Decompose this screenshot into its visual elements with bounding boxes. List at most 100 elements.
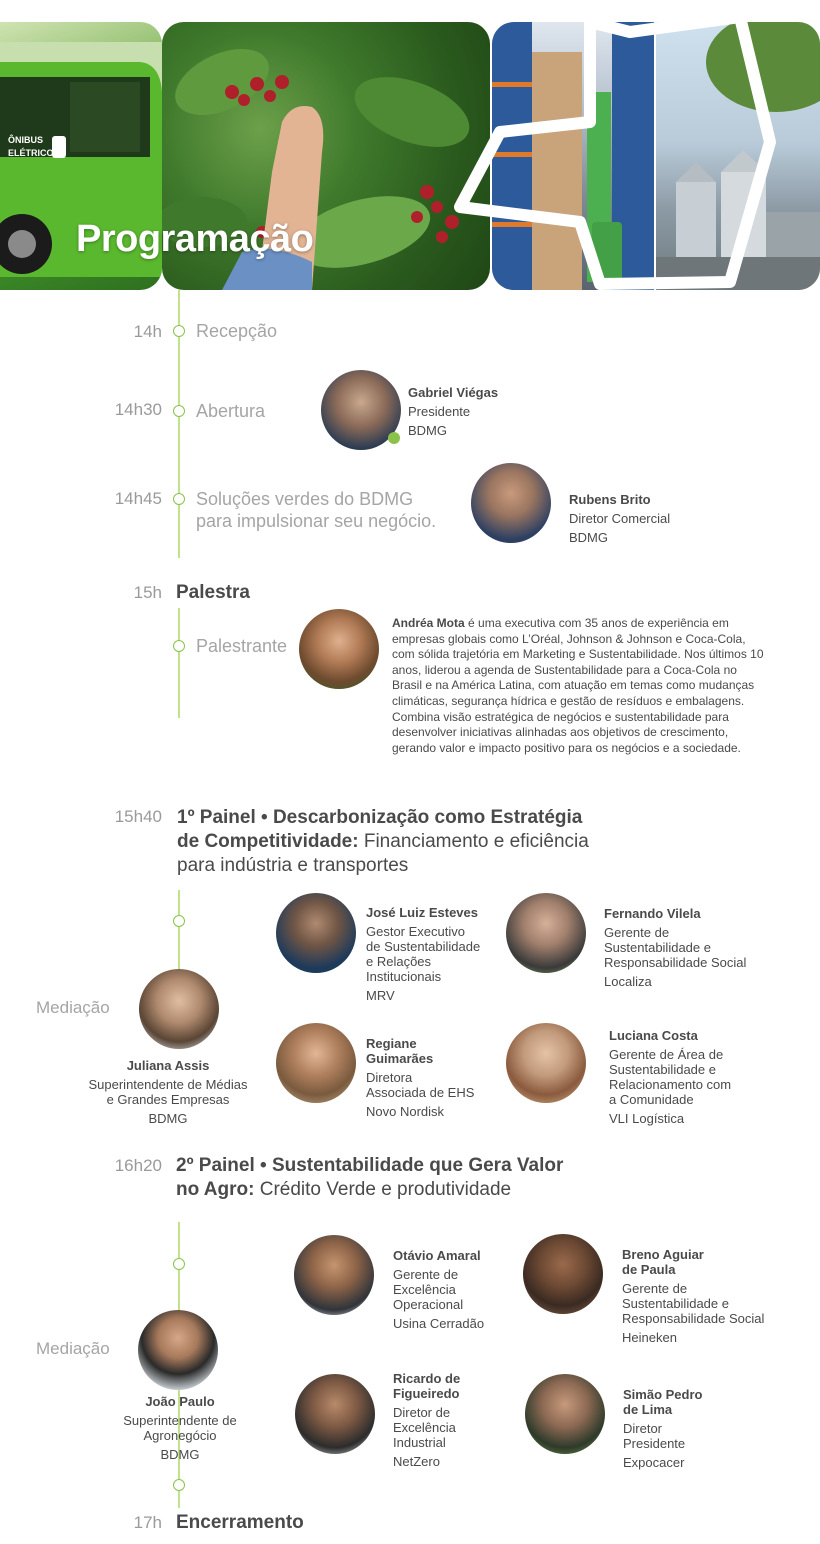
speaker-role: Superintendente de Médias bbox=[88, 1077, 248, 1092]
bus-illustration bbox=[0, 42, 162, 277]
mediacao-label-1: Mediação bbox=[36, 998, 110, 1017]
speaker-role: Relacionamento com bbox=[609, 1077, 732, 1092]
agenda-item-solucoes: Soluções verdes do BDMG para impulsionar… bbox=[196, 488, 436, 532]
silos-photo bbox=[656, 22, 820, 290]
avatar-rubens bbox=[471, 463, 551, 543]
speaker-role: Industrial bbox=[393, 1435, 446, 1450]
speaker-name: Juliana Assis bbox=[126, 1058, 210, 1073]
time-16h20: 16h20 bbox=[114, 1156, 162, 1175]
avatar-ricardo bbox=[295, 1374, 375, 1454]
speaker-role: e Grandes Empresas bbox=[106, 1092, 230, 1107]
time-14h45: 14h45 bbox=[114, 489, 162, 508]
speaker-org: Novo Nordisk bbox=[366, 1104, 445, 1119]
panel-title-line3: para indústria e transportes bbox=[177, 855, 409, 876]
speaker-org: Localiza bbox=[604, 974, 652, 989]
speaker-org: MRV bbox=[366, 988, 395, 1003]
speaker-role: Operacional bbox=[393, 1297, 464, 1312]
speaker-name: Guimarães bbox=[366, 1051, 434, 1066]
speaker-role: Excelência bbox=[393, 1420, 456, 1435]
speaker-role: e Relações bbox=[366, 954, 432, 969]
speaker-org: Heineken bbox=[622, 1330, 677, 1345]
avatar-jose bbox=[276, 893, 356, 973]
agenda-item-palestrante: Palestrante bbox=[196, 636, 288, 656]
speaker-role: Gerente de Área de bbox=[609, 1047, 724, 1062]
speaker-role: Diretor Comercial bbox=[569, 511, 671, 526]
timeline-dot bbox=[173, 915, 185, 927]
speaker-role: Sustentabilidade e bbox=[609, 1062, 716, 1077]
timeline-line-1 bbox=[178, 290, 180, 558]
avatar-juliana bbox=[139, 969, 219, 1049]
timeline-dot bbox=[173, 640, 185, 652]
speaker-name: João Paulo bbox=[145, 1394, 215, 1409]
coffee-harvest-photo bbox=[162, 22, 490, 290]
speaker-role: a Comunidade bbox=[609, 1092, 694, 1107]
time-15h: 15h bbox=[133, 583, 162, 602]
brand-outline-shape bbox=[454, 22, 776, 290]
time-15h40: 15h40 bbox=[114, 807, 162, 826]
bus-label-line2: ELÉTRICO bbox=[8, 148, 54, 158]
speaker-role: Responsabilidade Social bbox=[604, 955, 747, 970]
agenda-label-line2: para impulsionar seu negócio. bbox=[196, 511, 437, 531]
speaker-role: Diretor de bbox=[393, 1405, 451, 1420]
status-badge bbox=[388, 432, 400, 444]
silos-illustration bbox=[656, 22, 820, 290]
speaker-name: Ricardo de bbox=[393, 1371, 461, 1386]
speaker-name: Otávio Amaral bbox=[393, 1248, 481, 1263]
speaker-jose: José Luiz Esteves Gestor Executivo de Su… bbox=[366, 905, 480, 1003]
speaker-name: Rubens Brito bbox=[569, 492, 651, 507]
speaker-role: Diretora bbox=[366, 1070, 413, 1085]
moderator-juliana: Juliana Assis Superintendente de Médias … bbox=[68, 1058, 268, 1126]
time-17h: 17h bbox=[133, 1513, 162, 1532]
speaker-role: Gerente de bbox=[604, 925, 670, 940]
timeline-dot bbox=[173, 405, 185, 417]
speaker-role: Presidente bbox=[408, 404, 471, 419]
header-banner: ÔNIBUS ELÉTRICO bbox=[0, 22, 820, 290]
agenda-item-abertura: Abertura bbox=[196, 401, 266, 421]
panel-title-rest: Financiamento e eficiência bbox=[358, 831, 589, 852]
speaker-bio-andrea: Andréa Mota é uma executiva com 35 anos … bbox=[392, 616, 767, 756]
speaker-org: BDMG bbox=[569, 530, 608, 545]
agenda-label-line1: Soluções verdes do BDMG bbox=[196, 489, 414, 509]
speaker-org: VLI Logística bbox=[609, 1111, 685, 1126]
speaker-name: Figueiredo bbox=[393, 1386, 460, 1401]
speaker-org: BDMG bbox=[148, 1111, 188, 1126]
speaker-role: Sustentabilidade e bbox=[622, 1296, 729, 1311]
speaker-role: Superintendente de bbox=[123, 1413, 237, 1428]
time-14h: 14h bbox=[133, 322, 162, 341]
speaker-name: Gabriel Viégas bbox=[408, 385, 499, 400]
panel-1-title: 1º Painel • Descarbonização como Estraté… bbox=[177, 806, 697, 878]
speaker-role: Gestor Executivo bbox=[366, 924, 465, 939]
speaker-name: Fernando Vilela bbox=[604, 906, 701, 921]
timeline-line-3 bbox=[178, 890, 180, 980]
speaker-role: Responsabilidade Social bbox=[622, 1311, 765, 1326]
speaker-role: Presidente bbox=[623, 1436, 686, 1451]
mediacao-label-2: Mediação bbox=[36, 1339, 110, 1358]
speaker-role: Excelência bbox=[393, 1282, 456, 1297]
speaker-ricardo: Ricardo de Figueiredo Diretor de Excelên… bbox=[393, 1371, 460, 1469]
speaker-org: BDMG bbox=[160, 1447, 200, 1462]
panel-title-bold-2: de Competitividade: bbox=[177, 831, 359, 852]
avatar-gabriel bbox=[321, 370, 401, 450]
speaker-name: Regiane bbox=[366, 1036, 417, 1051]
agenda-item-palestra: Palestra bbox=[176, 582, 250, 603]
avatar-fernando bbox=[506, 893, 586, 973]
speaker-simao: Simão Pedro de Lima Diretor Presidente E… bbox=[623, 1387, 702, 1470]
avatar-simao bbox=[525, 1374, 605, 1454]
speaker-org: Expocacer bbox=[623, 1455, 685, 1470]
avatar-breno bbox=[523, 1234, 603, 1314]
speaker-otavio: Otávio Amaral Gerente de Excelência Oper… bbox=[393, 1248, 484, 1331]
speaker-org: NetZero bbox=[393, 1454, 440, 1469]
speaker-rubens: Rubens Brito Diretor Comercial BDMG bbox=[569, 492, 670, 545]
timeline-dot bbox=[173, 325, 185, 337]
speaker-name: Simão Pedro bbox=[623, 1387, 703, 1402]
timeline-dot bbox=[173, 1258, 185, 1270]
moderator-joao: João Paulo Superintendente de Agronegóci… bbox=[80, 1394, 280, 1462]
panel-2-title: 2º Painel • Sustentabilidade que Gera Va… bbox=[176, 1154, 696, 1202]
speaker-role: Diretor bbox=[623, 1421, 663, 1436]
timeline-dot bbox=[173, 1479, 185, 1491]
avatar-otavio bbox=[294, 1235, 374, 1315]
speaker-name: José Luiz Esteves bbox=[366, 905, 478, 920]
avatar-luciana bbox=[506, 1023, 586, 1103]
speaker-role: Sustentabilidade e bbox=[604, 940, 711, 955]
avatar-joao bbox=[138, 1310, 218, 1390]
